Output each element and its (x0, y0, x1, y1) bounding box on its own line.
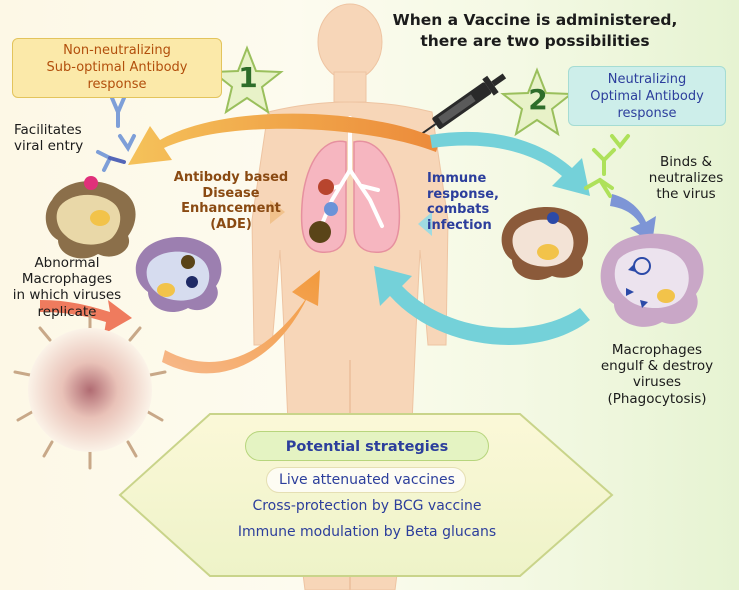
abnormal-macrophage-label: Abnormal Macrophages in which viruses re… (2, 255, 132, 320)
immune-response-label: Immune response, combats infection (427, 171, 519, 233)
non-neutralizing-label: Non-neutralizing Sub-optimal Antibody re… (12, 43, 222, 94)
phago-line-1: Macrophages (611, 342, 703, 358)
strategy-item-2: Cross-protection by BCG vaccine (252, 498, 482, 514)
macrophage-abnormal-icon (135, 237, 222, 313)
macrophage-normal-icon (45, 176, 136, 259)
binds-line-1: Binds & (660, 154, 712, 170)
virus-red-icon (318, 179, 334, 195)
binds-line-2: neutralizes (648, 170, 724, 187)
macrophage-line-3: in which viruses (12, 287, 122, 304)
macrophage-line-4: replicate (37, 303, 97, 320)
virus-blue-icon (324, 202, 338, 216)
strategy-item-3: Immune modulation by Beta glucans (237, 524, 497, 540)
ade-line-1: Antibody based (173, 170, 289, 185)
arrow-to-macrophage-right (610, 194, 656, 244)
ade-line-4: (ADE) (210, 216, 252, 232)
binds-neutralizes-label: Binds & neutralizes the virus (636, 154, 736, 203)
star-1-number: 1 (238, 61, 258, 94)
star-2-number: 2 (528, 83, 548, 116)
facilitates-line-2: viral entry (14, 138, 84, 155)
star-2-icon (500, 67, 574, 137)
arrow-ade (270, 200, 285, 224)
antibody-right-icon (584, 134, 630, 198)
neutralizing-line-2: Optimal Antibody (590, 88, 704, 104)
neutralizing-box (568, 66, 726, 126)
binds-line-3: the virus (656, 186, 716, 203)
neutralizing-line-3: response (617, 105, 677, 121)
ade-line-2: Disease (202, 185, 260, 201)
ade-label: Antibody based Disease Enhancement (ADE) (172, 170, 290, 232)
strategies-title: Potential strategies (245, 431, 489, 461)
non-neutralizing-box (12, 38, 222, 98)
virus-dark-icon (309, 221, 331, 243)
antibody-left-icon (96, 96, 136, 172)
virus-large-icon (13, 310, 167, 470)
arrow-to-body (374, 266, 590, 345)
arrow-to-macrophage (40, 300, 132, 334)
non-neutralizing-line-2: Sub-optimal Antibody (46, 59, 188, 75)
macrophage-line-2: Macrophages (21, 271, 113, 288)
phago-line-4: (Phagocytosis) (607, 390, 707, 407)
non-neutralizing-line-1: Non-neutralizing (63, 43, 171, 58)
arrow-immune (418, 212, 432, 236)
phago-line-2: engulf & destroy (600, 358, 714, 375)
non-neutralizing-line-3: response (87, 76, 147, 92)
macrophage-phagocytosis-icon (600, 233, 704, 327)
neutralizing-line-1: Neutralizing (607, 72, 687, 87)
syringe-icon (415, 73, 507, 139)
title-line-2: there are two possibilities (420, 31, 650, 50)
page-title: When a Vaccine is administered, there ar… (385, 10, 685, 52)
strategy-item-1: Live attenuated vaccines (279, 472, 455, 488)
immune-line-4: infection (427, 217, 492, 233)
arrow-to-lungs (162, 270, 320, 374)
immune-line-2: response, (427, 186, 499, 202)
macrophage-right-icon (501, 207, 589, 281)
immune-line-1: Immune (427, 171, 487, 186)
phago-line-3: viruses (632, 374, 682, 391)
facilitates-line-1: Facilitates (14, 122, 82, 138)
lungs (300, 116, 401, 253)
immune-line-3: combats (427, 202, 490, 218)
arrow-to-neutralizing (430, 131, 590, 196)
phagocytosis-label: Macrophages engulf & destroy viruses (Ph… (582, 342, 732, 407)
strategy-highlight (266, 467, 466, 493)
title-line-1: When a Vaccine is administered, (392, 11, 678, 29)
facilitates-label: Facilitates viral entry (14, 122, 94, 154)
neutralizing-label: Neutralizing Optimal Antibody response (568, 72, 726, 123)
arrow-to-antibody (128, 113, 440, 165)
macrophage-line-1: Abnormal (34, 255, 100, 271)
strategies-hexagon (118, 413, 614, 577)
ade-line-3: Enhancement (181, 201, 281, 217)
